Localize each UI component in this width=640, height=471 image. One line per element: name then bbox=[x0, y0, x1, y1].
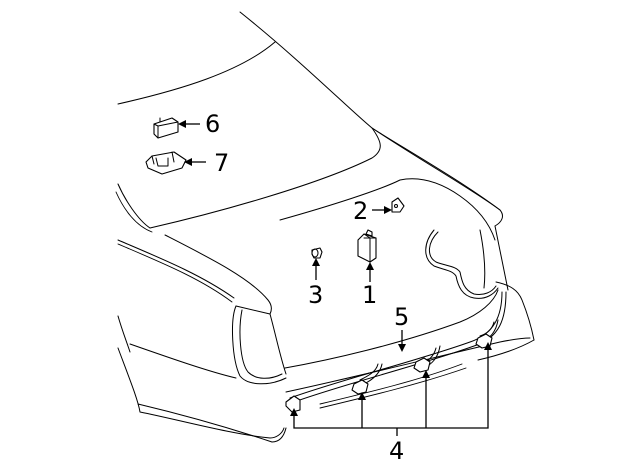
parking-sensor-1 bbox=[285, 395, 301, 413]
callout-5: 5 bbox=[394, 303, 409, 331]
leader-lines bbox=[178, 120, 492, 436]
part-1-module bbox=[357, 229, 377, 263]
sensor-wiring-harness bbox=[289, 291, 507, 403]
part-7-bracket bbox=[145, 151, 187, 175]
callout-labels: 6 7 2 1 3 5 4 bbox=[205, 110, 409, 465]
callout-2: 2 bbox=[353, 197, 368, 225]
part-2-clip bbox=[391, 197, 405, 213]
parking-sensor-2 bbox=[351, 379, 369, 395]
callout-6: 6 bbox=[205, 110, 220, 138]
car-body-outline bbox=[115, 11, 535, 443]
callout-1: 1 bbox=[362, 281, 377, 309]
callout-4: 4 bbox=[389, 437, 404, 465]
callout-3: 3 bbox=[308, 281, 323, 309]
callout-7: 7 bbox=[214, 149, 229, 177]
part-3-cylinder bbox=[311, 247, 323, 259]
parking-sensor-3 bbox=[413, 357, 431, 373]
part-6-module bbox=[153, 117, 179, 139]
